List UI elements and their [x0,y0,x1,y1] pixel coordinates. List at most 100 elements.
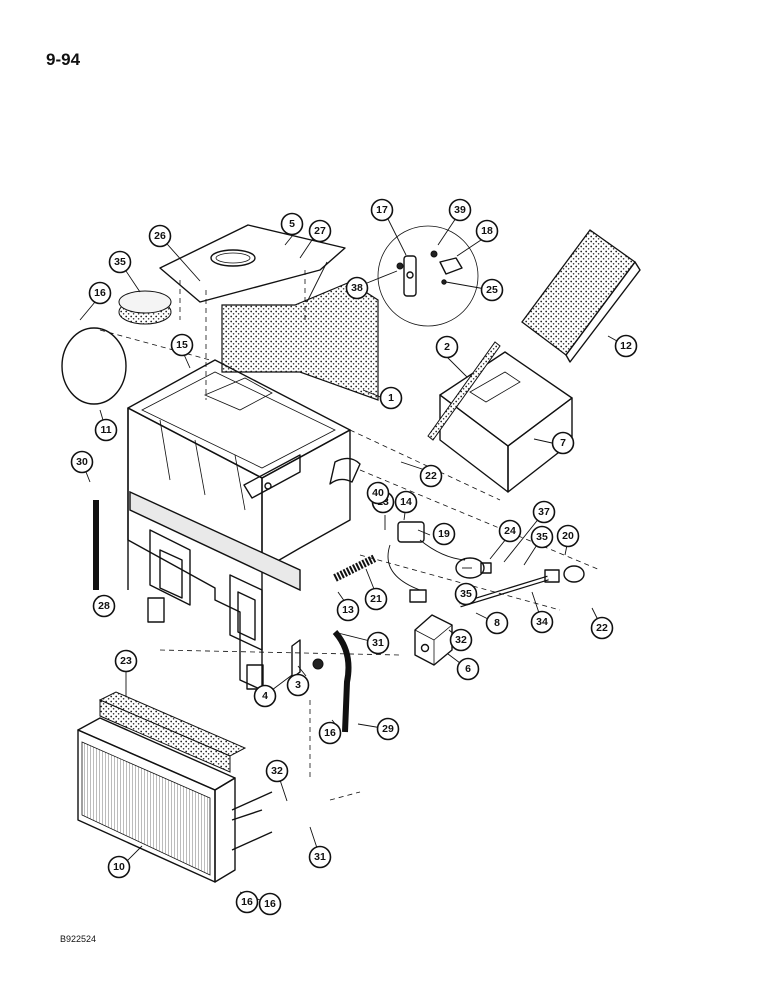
vacuum-hose [333,554,377,582]
callout-number: 17 [376,204,388,216]
callout-number: 4 [262,690,268,702]
callout-30: 30 [70,450,94,474]
callout-31: 31 [366,631,390,655]
callout-29: 29 [376,717,400,741]
callout-number: 8 [494,617,500,629]
callout-12: 12 [614,334,638,358]
callout-34: 34 [530,610,554,634]
callout-6: 6 [456,657,480,681]
water-valve [414,614,453,666]
filter-housing [439,351,573,493]
mounting-clip [291,639,324,679]
callout-number: 24 [504,525,516,537]
callout-number: 38 [351,282,363,294]
callout-number: 3 [295,679,301,691]
callout-number: 2 [444,341,450,353]
callout-2: 2 [435,335,459,359]
callout-number: 16 [94,287,106,299]
callout-3: 3 [286,673,310,697]
callout-28: 28 [92,594,116,618]
heater-housing [127,359,361,691]
heater-core-foam-seal [98,691,247,773]
callout-27: 27 [308,219,332,243]
callout-26: 26 [148,224,172,248]
callout-4: 4 [253,684,277,708]
callout-38: 38 [345,276,369,300]
callout-number: 21 [370,593,382,605]
drain-hose-right [332,629,352,733]
thermostat-valve [455,557,492,579]
foam-insulation-panel [221,281,379,401]
callout-11: 11 [94,418,118,442]
alignment-lines [99,270,601,801]
callout-16: 16 [235,890,259,914]
callout-20: 20 [556,524,580,548]
callout-35: 35 [108,250,132,274]
foam-disc [118,290,172,325]
callout-37: 37 [532,500,556,524]
callout-number: 28 [98,600,110,612]
callout-number: 22 [425,470,437,482]
circular-gasket [61,327,127,405]
callout-35: 35 [454,582,478,606]
callout-number: 18 [481,225,493,237]
callout-number: 10 [113,861,125,873]
callout-number: 25 [486,284,498,296]
callout-number: 23 [120,655,132,667]
callout-number: 37 [538,506,550,518]
callout-22: 22 [590,616,614,640]
callout-22: 22 [419,464,443,488]
callout-number: 5 [289,218,295,230]
callout-16: 16 [88,281,112,305]
callout-number: 14 [400,496,412,508]
callout-number: 6 [465,663,471,675]
seal-strip [427,341,501,441]
callout-number: 35 [114,256,126,268]
callout-number: 30 [76,456,88,468]
callout-7: 7 [551,431,575,455]
callout-number: 20 [562,530,574,542]
control-switch [387,521,466,603]
callout-18: 18 [475,219,499,243]
callout-number: 27 [314,225,326,237]
callout-16: 16 [318,721,342,745]
callout-32: 32 [265,759,289,783]
callout-31: 31 [308,845,332,869]
callout-21: 21 [364,587,388,611]
callout-number: 11 [100,424,111,436]
callout-number: 31 [314,851,326,863]
callout-number: 15 [176,339,188,351]
callout-number: 1 [388,392,394,404]
callout-39: 39 [448,198,472,222]
callout-10: 10 [107,855,131,879]
callout-number: 26 [154,230,166,242]
callout-number: 34 [536,616,548,628]
switch-bracket-inset [377,225,479,327]
callout-25: 25 [480,278,504,302]
callout-8: 8 [485,611,509,635]
callout-number: 19 [438,528,450,540]
callout-number: 13 [342,604,354,616]
page-number: 9-94 [46,50,81,69]
callout-40: 40 [366,481,390,505]
callouts: 1234567810111213131415161616161718192021… [70,198,638,916]
drawing-code: B922524 [60,934,97,944]
callout-35: 35 [530,525,554,549]
callout-1: 1 [379,386,403,410]
callout-number: 32 [455,634,467,646]
callout-number: 32 [271,765,283,777]
callout-32: 32 [449,628,473,652]
heater-core [77,717,273,883]
callout-number: 16 [324,727,336,739]
callout-number: 7 [560,437,566,449]
callout-number: 16 [241,896,253,908]
top-cover-plate [159,224,346,303]
callout-number: 35 [536,531,548,543]
callout-16: 16 [258,892,282,916]
callout-13: 13 [336,598,360,622]
callout-number: 16 [264,898,276,910]
heater-tube [459,565,585,608]
callout-number: 35 [460,588,472,600]
callout-17: 17 [370,198,394,222]
